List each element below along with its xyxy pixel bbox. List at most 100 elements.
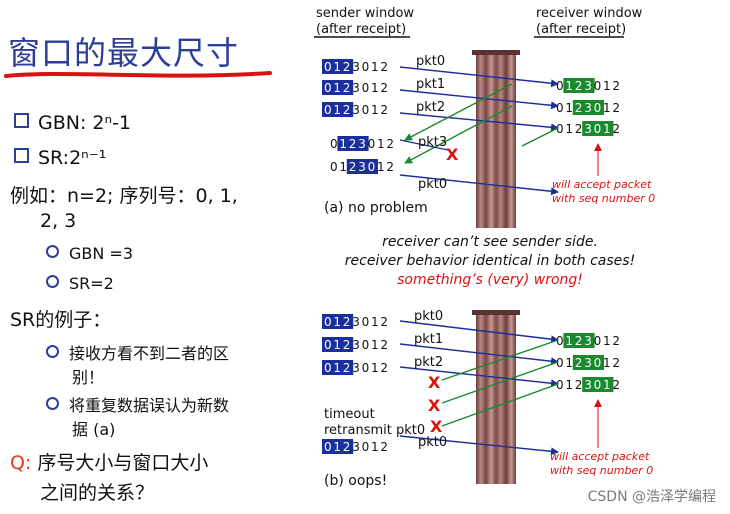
- ack0-arrow-a: [404, 83, 513, 141]
- sender-header-line-1: sender window: [316, 6, 414, 21]
- seq-digit: 0: [556, 334, 564, 348]
- circle-bullet-icon: [46, 397, 59, 410]
- seq-digit: 2: [386, 160, 394, 174]
- seq-digit: 0: [324, 60, 332, 74]
- seq-digit: 2: [343, 338, 351, 352]
- question-line-2: 之间的关系？: [40, 482, 155, 504]
- seq-digit: 0: [362, 338, 370, 352]
- ack2-arrow-b: [441, 383, 559, 427]
- timeout-label-1: timeout: [324, 407, 375, 422]
- seq-digit: 3: [584, 79, 592, 93]
- pkt0-retransmit-label-b: pkt0: [418, 435, 447, 450]
- seq-digit: 2: [380, 361, 388, 375]
- seq-digit: 1: [565, 334, 573, 348]
- pkt3-arrow-a: [399, 139, 449, 151]
- seq-digit: 2: [612, 79, 620, 93]
- loss-mark-b1: X: [428, 373, 441, 392]
- seq-digit: 0: [368, 137, 376, 151]
- seq-digit: 0: [556, 122, 564, 136]
- sub-bullet-sr: SR=2: [46, 274, 114, 293]
- receiver-header-line-1: receiver window: [536, 6, 643, 21]
- pkt2-arrow-b: [399, 366, 559, 388]
- seq-digit: 0: [324, 440, 332, 454]
- seq-digit: 0: [330, 160, 338, 174]
- timeout-label-2: retransmit pkt0: [324, 423, 425, 438]
- seq-digit: 1: [377, 160, 385, 174]
- pkt0-label-a: pkt0: [416, 54, 445, 69]
- seq-digit: 2: [380, 103, 388, 117]
- seq-digit: 0: [556, 356, 564, 370]
- seq-digit: 3: [358, 160, 366, 174]
- seq-digit: 1: [333, 60, 341, 74]
- seq-digit: 2: [349, 137, 357, 151]
- seq-digit: 1: [565, 122, 573, 136]
- window-highlight: [322, 59, 354, 74]
- circle-bullet-icon: [46, 245, 59, 258]
- seq-digit: 3: [584, 356, 592, 370]
- seq-digit: 2: [343, 315, 351, 329]
- circle-bullet-icon: [46, 275, 59, 288]
- seq-digit: 3: [584, 334, 592, 348]
- seq-digit: 0: [594, 122, 602, 136]
- seq-digit: 3: [352, 60, 360, 74]
- window-highlight: [337, 136, 369, 151]
- seq-digit: 2: [380, 338, 388, 352]
- sr-example-heading: SR的例子：: [10, 309, 112, 331]
- seq-digit: 1: [377, 137, 385, 151]
- loss-mark-a: X: [446, 145, 459, 164]
- seq-digit: 1: [603, 378, 611, 392]
- seq-digit: 0: [362, 103, 370, 117]
- seq-digit: 1: [565, 356, 573, 370]
- window-highlight: [582, 121, 614, 136]
- seq-digit: 2: [612, 356, 620, 370]
- sender-header-line-2: (after receipt): [316, 22, 406, 37]
- seq-digit: 0: [556, 79, 564, 93]
- title-underline: [4, 71, 272, 78]
- seq-digit: 3: [584, 378, 592, 392]
- seq-digit: 0: [368, 160, 376, 174]
- seq-digit: 0: [324, 103, 332, 117]
- seq-digit: 2: [380, 315, 388, 329]
- caption-a: (a) no problem: [324, 200, 428, 216]
- square-bullet-icon: [14, 148, 29, 163]
- curtain-rod-a: [472, 50, 520, 55]
- seq-digit: 2: [386, 137, 394, 151]
- slide-title: 窗口的最大尺寸: [8, 34, 240, 72]
- accept-note-b-2: with seq number 0: [550, 464, 653, 477]
- seq-digit: 1: [333, 338, 341, 352]
- window-highlight: [582, 377, 614, 392]
- seq-digit: 2: [343, 440, 351, 454]
- ack2-arrow-a-start: [521, 127, 559, 147]
- seq-digit: 1: [603, 122, 611, 136]
- seq-digit: 1: [371, 60, 379, 74]
- seq-digit: 2: [612, 122, 620, 136]
- window-highlight: [572, 355, 604, 370]
- seq-digit: 0: [594, 101, 602, 115]
- pkt1-arrow-b: [399, 343, 559, 366]
- window-highlight: [572, 100, 604, 115]
- seq-digit: 2: [343, 361, 351, 375]
- csdn-watermark: CSDN @浩泽学编程: [587, 489, 716, 505]
- seq-digit: 2: [575, 356, 583, 370]
- seq-digit: 0: [330, 137, 338, 151]
- seq-digit: 1: [603, 101, 611, 115]
- seq-digit: 1: [333, 361, 341, 375]
- pkt2-label-a: pkt2: [416, 100, 445, 115]
- seq-digit: 0: [594, 378, 602, 392]
- pkt0-arrow-a: [399, 66, 559, 88]
- seq-digit: 0: [594, 356, 602, 370]
- seq-digit: 2: [380, 60, 388, 74]
- loss-mark-b3: X: [430, 417, 443, 436]
- seq-digit: 3: [352, 361, 360, 375]
- pkt2-arrow-a: [399, 112, 559, 132]
- middle-text-3: something’s (very) wrong!: [397, 272, 583, 288]
